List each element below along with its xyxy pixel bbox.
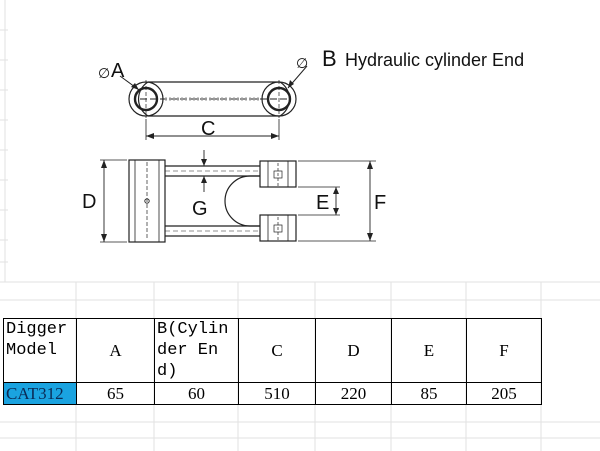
header-d: D (315, 318, 392, 383)
cell-a[interactable]: 65 (76, 382, 155, 405)
cell-e[interactable]: 85 (391, 382, 467, 405)
table-header-row: Digger Model A B(Cylinder End) C D E F (3, 318, 542, 383)
header-digger-model: Digger Model (3, 318, 77, 383)
dim-label-e: E (316, 192, 329, 214)
cell-b[interactable]: 60 (154, 382, 239, 405)
header-digger-model-text: Digger Model (6, 320, 68, 360)
diameter-a-symbol: ∅ (98, 65, 110, 81)
header-f: F (466, 318, 542, 383)
dim-label-b: B (322, 46, 337, 71)
dim-label-a: A (111, 60, 125, 82)
header-b-text: B(Cylinder End) (157, 320, 229, 381)
dim-label-b-desc: Hydraulic cylinder End (345, 50, 524, 70)
spec-table: Digger Model A B(Cylinder End) C D E F C… (3, 318, 542, 405)
front-view (100, 150, 376, 243)
diameter-b-symbol: ∅ (296, 55, 308, 71)
header-a: A (76, 318, 155, 383)
top-view (119, 65, 308, 140)
header-c: C (238, 318, 316, 383)
cell-f[interactable]: 205 (466, 382, 542, 405)
dim-label-d: D (82, 191, 96, 213)
cell-d[interactable]: 220 (315, 382, 392, 405)
cell-c[interactable]: 510 (238, 382, 316, 405)
link-technical-drawing: ∅ A ∅ B Hydraulic cylinder End C D G E F (82, 46, 524, 243)
cell-model[interactable]: CAT312 (3, 382, 77, 405)
table-row: CAT312 65 60 510 220 85 205 (3, 382, 542, 405)
dim-label-f: F (374, 192, 386, 214)
dim-label-g: G (192, 198, 208, 220)
header-e: E (391, 318, 467, 383)
dim-label-c: C (201, 118, 215, 140)
header-b: B(Cylinder End) (154, 318, 239, 383)
